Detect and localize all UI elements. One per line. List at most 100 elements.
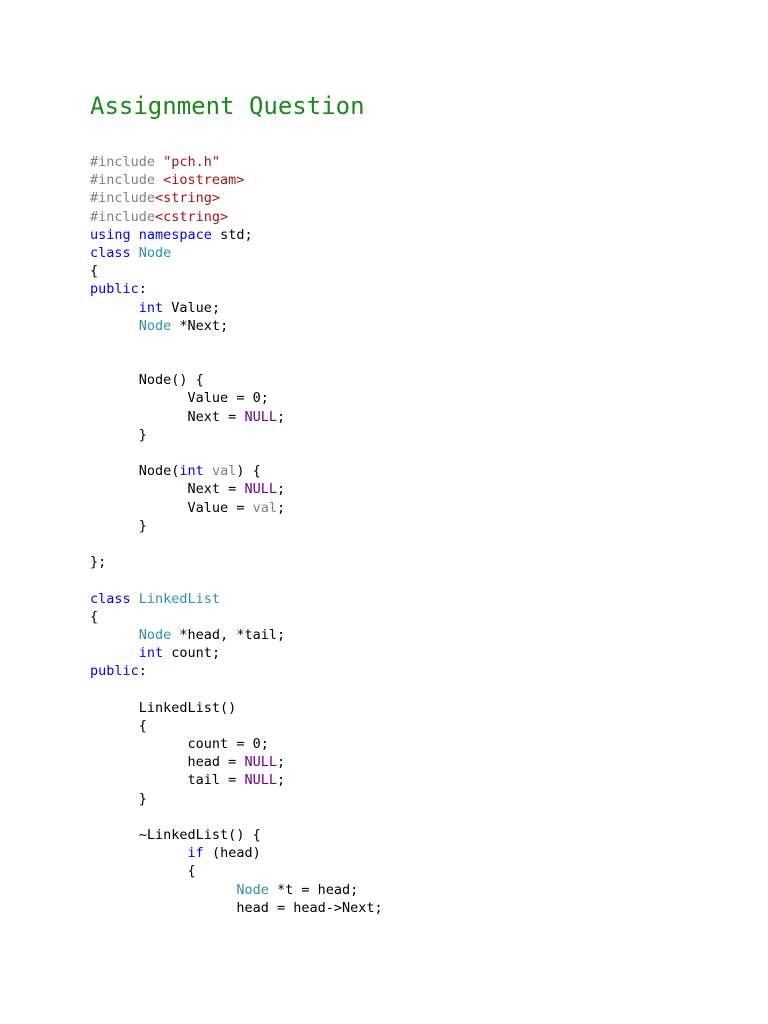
code-token [90, 882, 236, 898]
code-token: <iostream> [163, 172, 245, 189]
code-line: public: [90, 662, 750, 680]
code-token: Node [138, 317, 172, 334]
code-token: NULL [244, 408, 277, 425]
code-token: class [90, 244, 131, 261]
code-token: "pch.h" [163, 154, 221, 170]
code-token: count = 0; [90, 736, 269, 752]
code-token: int [138, 645, 164, 662]
code-token: *Next; [171, 317, 229, 334]
code-token: (head) [203, 845, 261, 862]
code-token: ; [276, 499, 286, 516]
code-token: namespace [138, 226, 212, 243]
code-line: using namespace std; [90, 226, 750, 244]
code-token [204, 463, 212, 479]
code-token: #include [90, 172, 164, 189]
code-token [90, 645, 139, 661]
code-line: #include <iostream> [90, 171, 750, 189]
code-token: class [90, 590, 131, 607]
code-token: <cstring> [155, 208, 229, 225]
code-line [90, 680, 750, 698]
code-line: int Value; [90, 299, 750, 317]
code-token [131, 245, 139, 261]
code-line: Node *t = head; [90, 881, 750, 899]
page-title: Assignment Question [90, 92, 365, 120]
code-line: Value = val; [90, 499, 750, 517]
code-token: { [90, 608, 99, 625]
code-line: #include<cstring> [90, 208, 750, 226]
code-line: class LinkedList [90, 590, 750, 608]
code-line: tail = NULL; [90, 771, 750, 789]
code-token: public [90, 281, 139, 298]
code-line: Value = 0; [90, 389, 750, 407]
code-token: #include [90, 208, 156, 225]
code-token [90, 318, 139, 334]
code-token: Value = [90, 499, 253, 516]
code-line: Node *Next; [90, 317, 750, 335]
code-line: Next = NULL; [90, 480, 750, 498]
code-token: LinkedList() [90, 699, 237, 716]
code-token: head = head->Next; [90, 899, 383, 916]
code-line: #include<string> [90, 189, 750, 207]
code-line: head = head->Next; [90, 899, 750, 917]
code-listing: #include "pch.h"#include <iostream>#incl… [90, 153, 750, 917]
code-token: : [138, 663, 147, 680]
code-line: Node *head, *tail; [90, 626, 750, 644]
code-token [90, 845, 188, 861]
code-token: Value = 0; [90, 390, 269, 407]
code-line: Node(int val) { [90, 462, 750, 480]
code-token: NULL [244, 481, 277, 498]
code-token: { [90, 717, 147, 734]
code-line: Node() { [90, 371, 750, 389]
code-token: count; [163, 645, 221, 662]
code-token: if [187, 845, 204, 862]
code-line: LinkedList() [90, 699, 750, 717]
code-token: Node() { [90, 372, 204, 389]
code-token: NULL [244, 754, 277, 771]
code-token: }; [90, 554, 107, 571]
code-token: val [211, 463, 237, 480]
code-token: : [138, 281, 147, 298]
code-token: tail = [90, 772, 245, 789]
code-token: } [90, 517, 147, 534]
code-line: #include "pch.h" [90, 153, 750, 171]
code-token: Node [138, 244, 172, 261]
code-token: Next = [90, 408, 245, 425]
code-token: Value; [163, 299, 221, 316]
code-token: Node( [90, 463, 180, 480]
code-line: Next = NULL; [90, 408, 750, 426]
code-token: public [90, 663, 139, 680]
code-line [90, 808, 750, 826]
code-token: int [138, 299, 164, 316]
code-token: { [90, 263, 99, 280]
code-token: using [90, 226, 131, 243]
code-line: { [90, 862, 750, 880]
code-token: LinkedList [138, 590, 221, 607]
code-line [90, 353, 750, 371]
code-token: ; [276, 754, 286, 771]
code-token: val [252, 499, 277, 516]
code-line: class Node [90, 244, 750, 262]
code-line: int count; [90, 644, 750, 662]
code-token [131, 591, 139, 607]
code-line: ~LinkedList() { [90, 826, 750, 844]
code-token: #include [90, 154, 164, 170]
code-token: *t = head; [268, 881, 359, 898]
code-line: } [90, 517, 750, 535]
code-line: { [90, 262, 750, 280]
code-token: ; [276, 481, 286, 498]
code-line: }; [90, 553, 750, 571]
code-token: <string> [155, 190, 221, 207]
code-line [90, 335, 750, 353]
code-token: Node [138, 626, 172, 643]
code-token: } [90, 426, 147, 443]
code-token [90, 627, 139, 643]
code-token: ; [276, 772, 286, 789]
code-line [90, 571, 750, 589]
code-line: } [90, 426, 750, 444]
code-token: std; [211, 226, 253, 243]
code-token: *head, *tail; [171, 626, 286, 643]
code-token: { [90, 863, 196, 880]
code-line: head = NULL; [90, 753, 750, 771]
code-token: ; [276, 408, 286, 425]
